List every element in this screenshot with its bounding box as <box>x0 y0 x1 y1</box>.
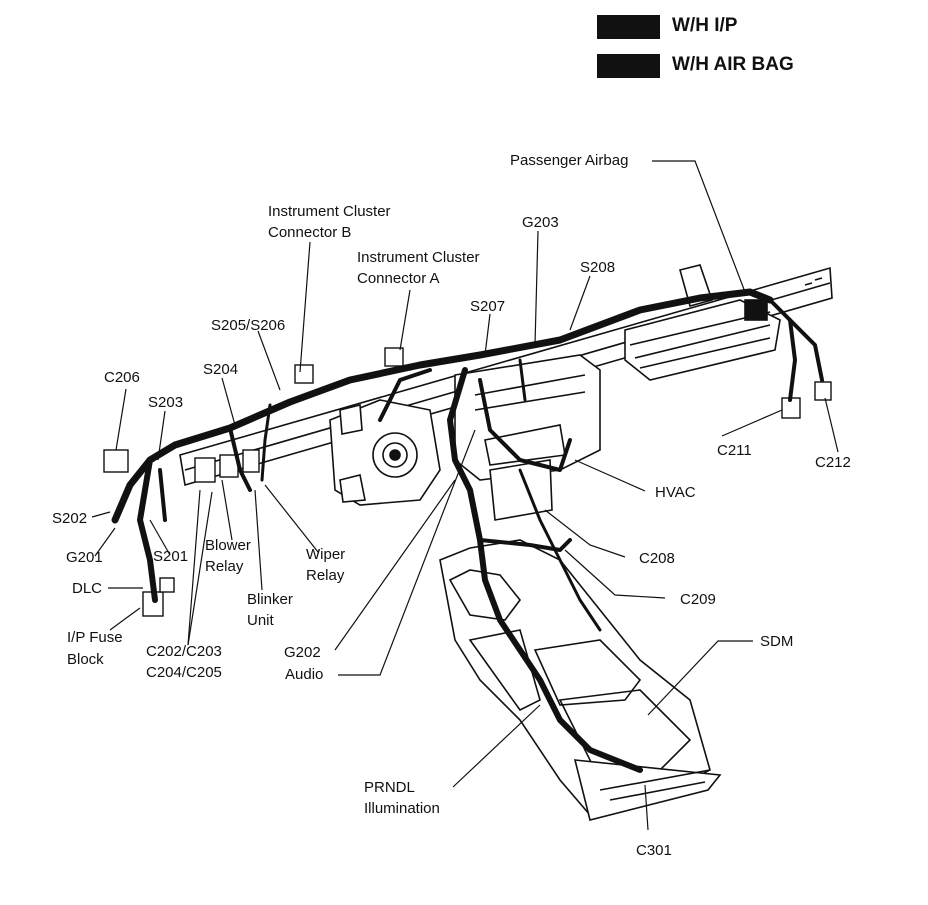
cluster-housing <box>329 399 441 506</box>
label-c202-c203: C202/C203 <box>146 643 222 660</box>
label-s203: S203 <box>148 394 184 411</box>
label-passenger-airbag: Passenger Airbag <box>510 152 629 169</box>
label-s207: S207 <box>470 298 506 315</box>
label-c301: C301 <box>636 842 672 859</box>
legend-swatch-ip <box>597 15 660 39</box>
label-blinker-unit-line1: Blinker <box>247 591 293 608</box>
label-wiper-relay-line1: Wiper <box>306 546 346 563</box>
label-ip-fuse-block-line2: Block <box>67 651 104 668</box>
label-ic-connector-b-line1: Instrument Cluster <box>268 203 391 220</box>
airbag-module <box>624 264 781 381</box>
relay-bracket <box>103 347 832 617</box>
label-g201: G201 <box>66 549 103 566</box>
label-ic-connector-a-line1: Instrument Cluster <box>357 249 480 266</box>
label-ip-fuse-block-line1: I/P Fuse <box>67 629 123 646</box>
label-blower-relay-line1: Blower <box>205 537 251 554</box>
label-s201: S201 <box>153 548 189 565</box>
legend-swatch-airbag <box>597 54 660 78</box>
label-g202: G202 <box>284 644 321 661</box>
label-s204: S204 <box>203 361 239 378</box>
label-blinker-unit-line2: Unit <box>247 612 274 629</box>
label-wiper-relay-line2: Relay <box>306 567 345 584</box>
label-c204-c205: C204/C205 <box>146 664 222 681</box>
label-ic-connector-a-line2: Connector A <box>357 270 440 287</box>
label-prndl-line1: PRNDL <box>364 779 415 796</box>
label-c208: C208 <box>639 550 675 567</box>
floor-console <box>439 539 722 821</box>
label-ic-connector-b-line2: Connector B <box>268 224 352 241</box>
label-c206: C206 <box>104 369 140 386</box>
label-g203: G203 <box>522 214 559 231</box>
label-prndl-line2: Illumination <box>364 800 440 817</box>
label-c211: C211 <box>717 442 752 459</box>
label-s202: S202 <box>52 510 88 527</box>
leader-lines <box>91 160 839 831</box>
label-audio: Audio <box>285 666 324 683</box>
label-dlc: DLC <box>72 580 103 597</box>
hvac-duct <box>454 354 601 521</box>
label-s208: S208 <box>580 259 616 276</box>
label-blower-relay-line2: Relay <box>205 558 244 575</box>
wire-harness <box>111 288 824 773</box>
label-c212: C212 <box>815 454 851 471</box>
legend-label-airbag: W/H AIR BAG <box>672 54 794 75</box>
label-s205-s206: S205/S206 <box>211 317 286 334</box>
legend-label-ip: W/H I/P <box>672 15 738 36</box>
label-sdm: SDM <box>760 633 794 650</box>
label-hvac: HVAC <box>655 484 696 501</box>
label-c209: C209 <box>680 591 716 608</box>
